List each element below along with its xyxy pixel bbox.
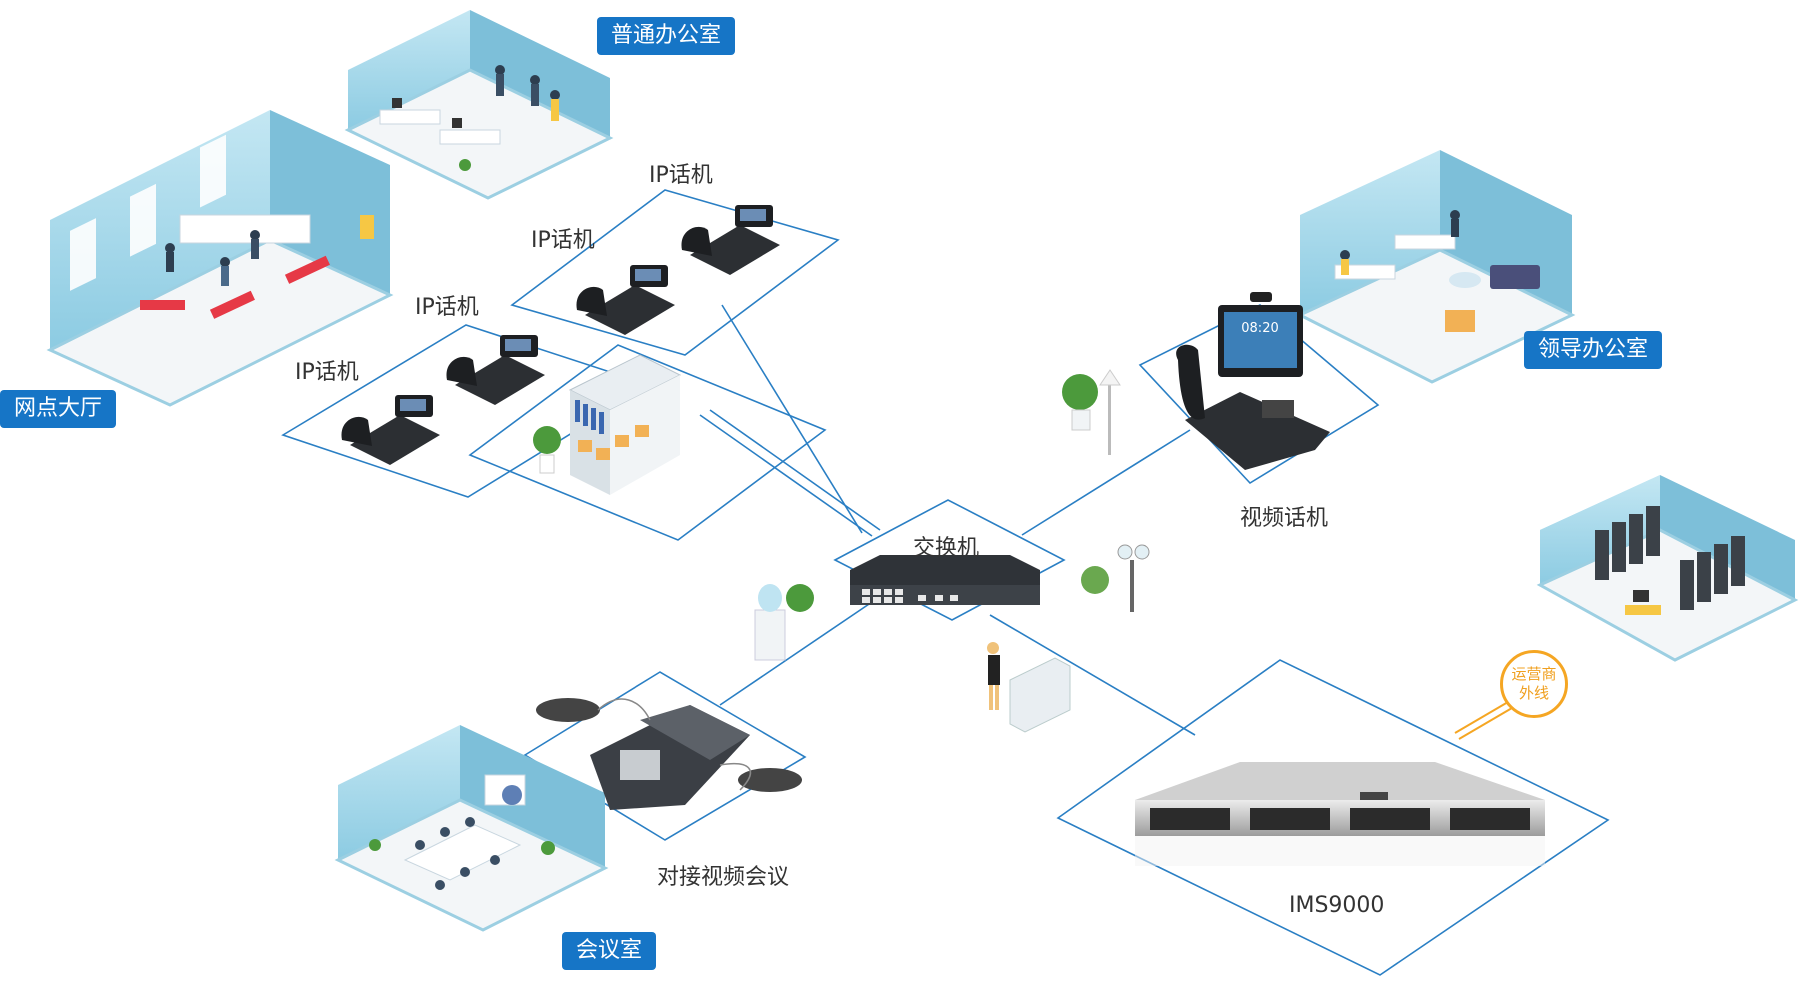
- room-branch-hall: [46, 110, 394, 407]
- room-meeting-room: [334, 725, 609, 932]
- ip-phone-device: [341, 395, 440, 465]
- zone-server: [1056, 659, 1610, 976]
- room-leader-office: [1296, 150, 1576, 384]
- switch-label: 交换机: [913, 536, 980, 561]
- ip-phone-label: IP话机: [295, 360, 359, 385]
- switch-device: [850, 555, 1040, 605]
- ip-phone-label: IP话机: [531, 228, 595, 253]
- ip-phone-label: IP话机: [415, 295, 479, 320]
- zone-filing: [468, 344, 827, 541]
- filing-cabinet-icon: [533, 354, 682, 495]
- room-label-general-office: 普通办公室: [597, 17, 736, 55]
- ip-phone-device: [576, 265, 675, 335]
- ims-server-label: IMS9000: [1289, 893, 1385, 918]
- video-phone-screen-time: 08:20: [1241, 321, 1278, 336]
- room-server-room: [1536, 475, 1799, 662]
- room-general-office: [344, 10, 614, 200]
- conference-phone-device: [536, 698, 802, 810]
- ip-phone-device: [681, 205, 780, 275]
- zone-ip-phones-upper: [510, 189, 840, 356]
- video-phone-device: 08:20: [1062, 292, 1330, 470]
- ip-phone-label: IP话机: [649, 163, 713, 188]
- water-cooler-icon: [754, 584, 814, 661]
- room-label-branch-hall: 网点大厅: [0, 390, 117, 428]
- video-phone-label: 视频话机: [1240, 506, 1329, 531]
- carrier-line-badge: 运营商 外线: [1500, 650, 1568, 718]
- video-conference-label: 对接视频会议: [657, 865, 790, 890]
- printer-icon: [987, 642, 1071, 733]
- room-label-leader-office: 领导办公室: [1524, 331, 1663, 369]
- carrier-line-text-1: 运营商: [1511, 665, 1557, 683]
- ims-server-device: [1135, 762, 1545, 866]
- ip-phone-device: [446, 335, 545, 405]
- room-label-meeting-room: 会议室: [562, 932, 657, 970]
- carrier-line: [1454, 701, 1513, 740]
- tree-lamp-icon: [1081, 544, 1150, 612]
- carrier-line-text-2: 外线: [1518, 684, 1549, 702]
